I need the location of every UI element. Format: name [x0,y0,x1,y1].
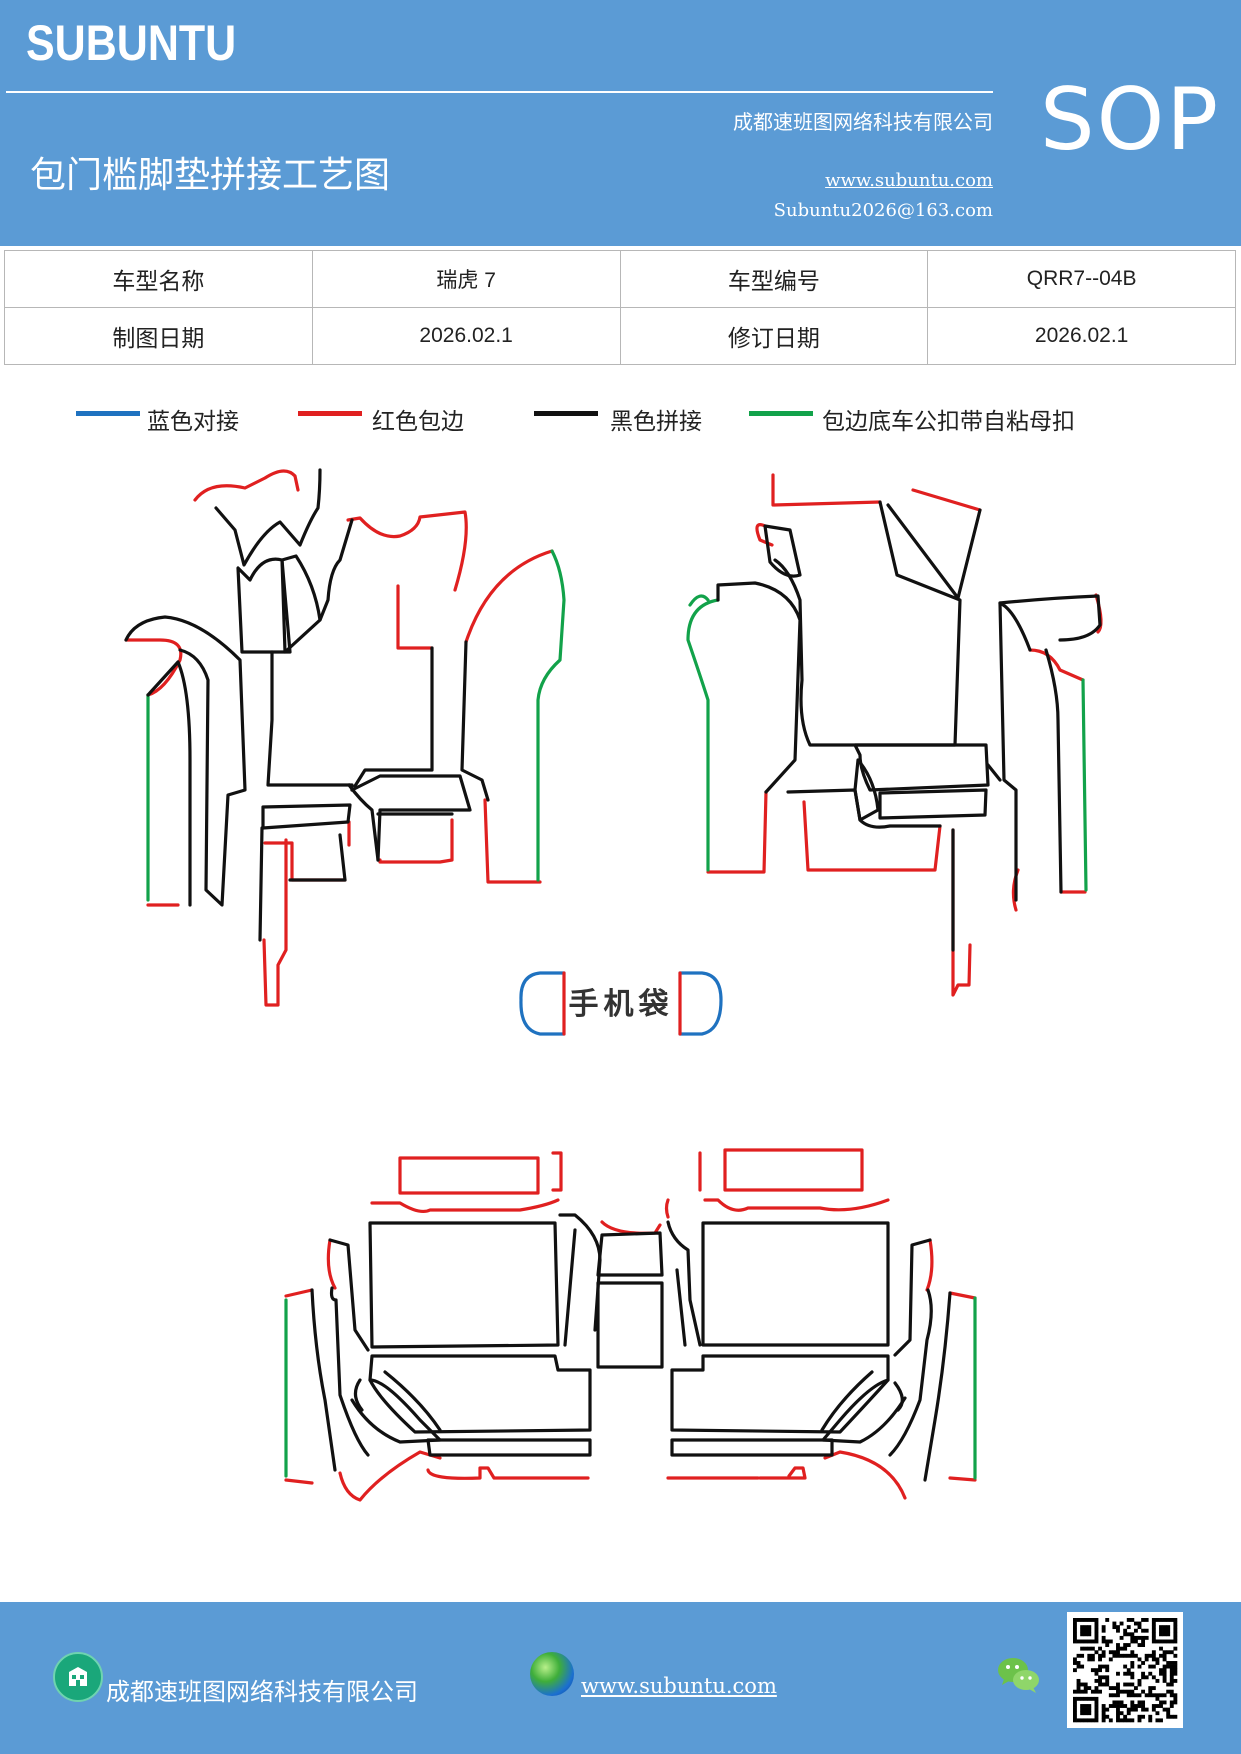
footer-website-link[interactable]: www.subuntu.com [581,1674,777,1698]
model-code-value: QRR7--04B [927,250,1236,308]
revise-date-value: 2026.02.1 [927,307,1236,365]
building-icon [53,1652,103,1702]
legend-swatch-green [749,411,813,416]
legend-swatch-red [298,411,362,416]
header-website-link[interactable]: www.subuntu.com [825,170,993,191]
header-email: Subuntu2026@163.com [773,200,993,221]
header-divider [6,91,993,93]
legend-label: 蓝色对接 [147,409,239,435]
table-row: 车型名称 瑞虎 7 车型编号 QRR7--04B [4,250,1236,308]
revise-date-label: 修订日期 [619,307,929,365]
draw-date-value: 2026.02.1 [311,307,621,365]
wechat-icon[interactable] [996,1654,1042,1696]
table-row: 制图日期 2026.02.1 修订日期 2026.02.1 [4,307,1236,365]
legend-label: 包边底车公扣带自粘母扣 [822,409,1075,435]
header-company: 成都速班图网络科技有限公司 [733,110,993,134]
draw-date-label: 制图日期 [4,307,313,365]
phone-pocket-label: 手机袋 [569,987,674,1022]
legend-swatch-blue [76,411,140,416]
phone-pocket: 手机袋 [519,971,723,1036]
globe-icon [530,1652,574,1696]
brand-logo: SUBUNTU [26,15,237,71]
model-name-value: 瑞虎 7 [311,250,621,308]
legend-label: 红色包边 [372,409,464,435]
model-name-label: 车型名称 [4,250,313,308]
footer-company: 成都速班图网络科技有限公司 [106,1678,418,1706]
sop-badge: SOP [1040,70,1221,170]
model-code-label: 车型编号 [619,250,929,308]
qr-code [1067,1612,1183,1728]
document-title: 包门槛脚垫拼接工艺图 [30,155,391,196]
info-table: 车型名称 瑞虎 7 车型编号 QRR7--04B 制图日期 2026.02.1 … [4,250,1236,365]
legend-label: 黑色拼接 [610,409,702,435]
footer-banner: 成都速班图网络科技有限公司 www.subuntu.com [0,1602,1241,1754]
legend-swatch-black [534,411,598,416]
header-banner: SUBUNTU 包门槛脚垫拼接工艺图 成都速班图网络科技有限公司 www.sub… [0,0,1241,246]
